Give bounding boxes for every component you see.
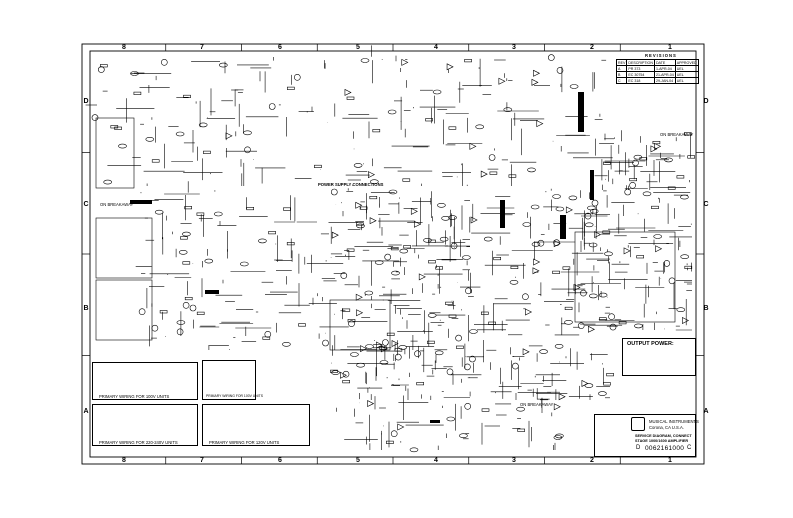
rev-cell: 29-JAN-04: [653, 77, 676, 84]
col-label: 2: [590, 457, 594, 464]
circuit-components: [91, 54, 696, 453]
company-name: MUSICAL INSTRUMENTS: [649, 419, 699, 424]
rev-cell: C: [615, 77, 628, 84]
primary-wiring-inset: PRIMARY WIRING FOR 100V UNITS: [202, 360, 263, 400]
output-power-title: OUTPUT POWER:: [627, 341, 674, 347]
title-line-1: SERVICE DIAGRAM, CONNECT: [635, 434, 692, 438]
col-label: 1: [668, 457, 672, 464]
row-label: B: [703, 305, 709, 312]
outer-border: [81, 43, 705, 465]
col-label: 4: [434, 457, 438, 464]
col-label: 7: [200, 457, 204, 464]
row-label: A: [703, 408, 709, 415]
col-label: 6: [278, 457, 282, 464]
title-block: MUSICAL INSTRUMENTS Corona, CA U.S.A. SE…: [594, 414, 699, 457]
drawing-rev: C: [687, 445, 692, 451]
col-label: 1: [668, 44, 672, 51]
col-label: 7: [200, 44, 204, 51]
row-label: C: [703, 201, 709, 208]
col-label: 8: [122, 44, 126, 51]
output-power-box: OUTPUT POWER:: [622, 338, 696, 376]
circuit-wiring: [85, 45, 692, 450]
col-label: 5: [356, 44, 360, 51]
primary-wiring-label: PRIMARY WIRING FOR 120V UNITS: [209, 440, 280, 445]
revisions-title: REVISIONS: [645, 53, 677, 58]
power-supply-label: POWER SUPPLY CONNECTIONS: [318, 182, 384, 187]
title-line-2: STAGE 1000/1600 AMPLIFIER: [635, 439, 689, 443]
rev-cell: UEL: [674, 77, 699, 84]
company-location: Corona, CA U.S.A.: [649, 425, 684, 430]
row-label: D: [83, 98, 89, 105]
row-label: D: [703, 98, 709, 105]
primary-wiring-label: PRIMARY WIRING FOR 220-240V UNITS: [99, 440, 178, 445]
rev-cell: EC 318: [626, 77, 655, 84]
sheet-size: D: [636, 445, 641, 451]
logo-box: [631, 417, 645, 431]
row-label: C: [83, 201, 89, 208]
col-label: 8: [122, 457, 126, 464]
row-label: A: [83, 408, 89, 415]
primary-wiring-inset: PRIMARY WIRING FOR 220-240V UNITS: [92, 404, 198, 446]
primary-wiring-inset: PRIMARY WIRING FOR 120V UNITS: [202, 404, 310, 446]
on-breakaway-label: ON BREAKAWAY: [100, 202, 134, 207]
component-blocks: [130, 92, 594, 423]
col-label: 4: [434, 44, 438, 51]
revisions-table: REV DESCRIPTION DATE APPROVED A PR 373 1…: [615, 59, 699, 84]
on-breakaway-label: ON BREAKAWAY: [660, 132, 694, 137]
col-label: 5: [356, 457, 360, 464]
col-label: 3: [512, 457, 516, 464]
col-label: 2: [590, 44, 594, 51]
col-label: 6: [278, 44, 282, 51]
primary-wiring-inset: PRIMARY WIRING FOR 100V UNITS: [92, 362, 198, 400]
col-label: 3: [512, 44, 516, 51]
row-label: B: [83, 305, 89, 312]
primary-wiring-label: PRIMARY WIRING FOR 100V UNITS: [206, 394, 263, 398]
primary-wiring-label: PRIMARY WIRING FOR 100V UNITS: [99, 394, 170, 399]
on-breakaway-label: ON BREAKAWAY: [520, 402, 554, 407]
zone-ticks: [82, 44, 704, 464]
drawing-number: 0062161000: [645, 445, 685, 452]
